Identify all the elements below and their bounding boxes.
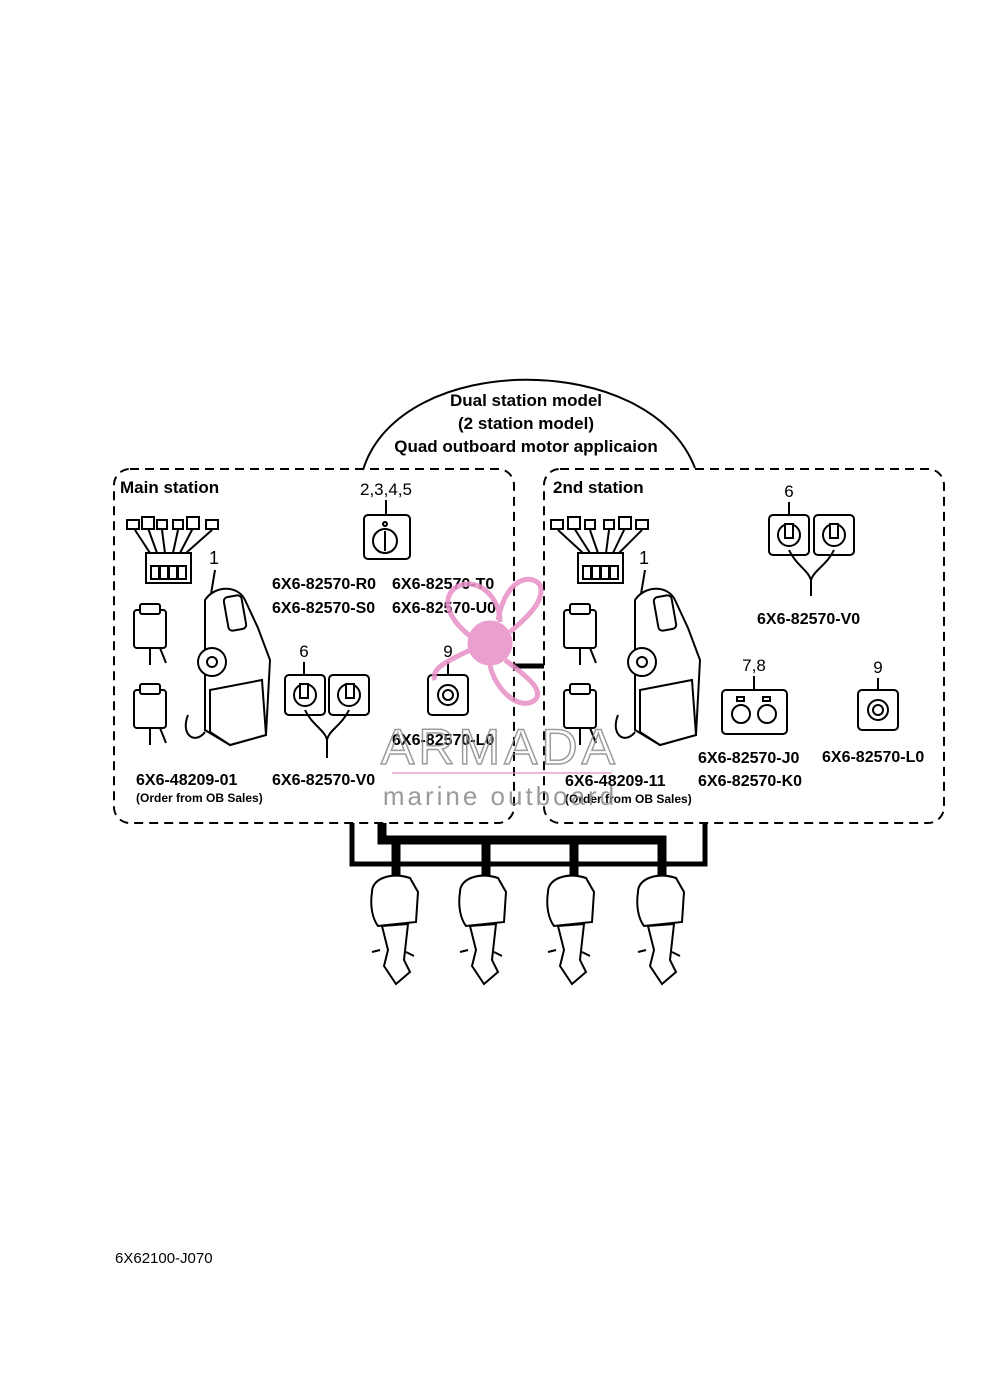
main-callout-switch: 2,3,4,5 xyxy=(360,480,412,499)
module-upper-icon xyxy=(133,603,167,665)
double-switch-icon xyxy=(721,689,788,735)
module-lower-icon xyxy=(133,683,167,745)
main-station-title: Main station xyxy=(120,478,219,497)
push-button-icon xyxy=(427,674,469,716)
switch-panel-icon xyxy=(363,514,411,560)
main-part-switch-1: 6X6-82570-R0 xyxy=(272,576,376,593)
header-line-3: Quad outboard motor applicaion xyxy=(394,437,658,456)
push-button-icon-2 xyxy=(857,689,899,731)
module-upper-icon-2 xyxy=(563,603,597,665)
main-part-key: 6X6-82570-V0 xyxy=(272,772,375,789)
watermark-tagline: marine outboard xyxy=(383,781,617,811)
second-part-remote: 6X6-48209-11 xyxy=(565,773,666,790)
second-station-frame xyxy=(543,468,945,824)
propeller-logo-icon xyxy=(431,576,544,706)
second-callout-double: 7,8 xyxy=(742,656,766,675)
main-part-switch-2: 6X6-82570-S0 xyxy=(272,600,375,617)
outboard-motor-icon-3 xyxy=(546,874,596,986)
second-callout-button: 9 xyxy=(873,658,882,677)
remote-control-icon-2 xyxy=(614,587,702,747)
second-part-double-2: 6X6-82570-K0 xyxy=(698,773,802,790)
key-switch-icon-2 xyxy=(768,514,855,596)
harness-outer xyxy=(349,823,708,867)
main-order-note: (Order from OB Sales) xyxy=(136,791,263,805)
second-part-key: 6X6-82570-V0 xyxy=(757,611,860,628)
second-callout-key: 6 xyxy=(784,482,793,501)
second-part-button: 6X6-82570-L0 xyxy=(822,749,924,766)
main-callout-remote: 1 xyxy=(209,548,219,568)
outboard-motor-icon-2 xyxy=(458,874,508,986)
drawing-code: 6X62100-J070 xyxy=(115,1250,213,1267)
second-station-title: 2nd station xyxy=(553,478,644,497)
key-switch-icon xyxy=(284,674,370,758)
header-arch xyxy=(362,378,696,471)
header-line-1: Dual station model xyxy=(450,391,602,410)
watermark: ARMADA marine outboard xyxy=(380,576,619,811)
main-part-remote: 6X6-48209-01 xyxy=(136,772,238,789)
second-order-note: (Order from OB Sales) xyxy=(565,792,692,806)
second-part-double-1: 6X6-82570-J0 xyxy=(698,750,800,767)
second-callout-remote: 1 xyxy=(639,548,649,568)
watermark-brand: ARMADA xyxy=(381,719,619,775)
main-part-switch-3: 6X6-82570-T0 xyxy=(392,576,494,593)
main-callout-key: 6 xyxy=(299,642,308,661)
junction-box-icon xyxy=(126,516,219,584)
header-line-2: (2 station model) xyxy=(458,414,594,433)
remote-control-icon xyxy=(184,587,272,747)
main-part-switch-4: 6X6-82570-U0 xyxy=(392,600,496,617)
harness-inner xyxy=(377,823,667,880)
main-part-button: 6X6-82570-L0 xyxy=(392,732,494,749)
main-callout-button: 9 xyxy=(443,642,452,661)
main-station-frame xyxy=(113,468,515,824)
outboard-motor-icon-4 xyxy=(636,874,686,986)
outboard-motor-icon xyxy=(370,874,420,986)
module-lower-icon-2 xyxy=(563,683,597,745)
junction-box-icon-2 xyxy=(550,516,649,584)
